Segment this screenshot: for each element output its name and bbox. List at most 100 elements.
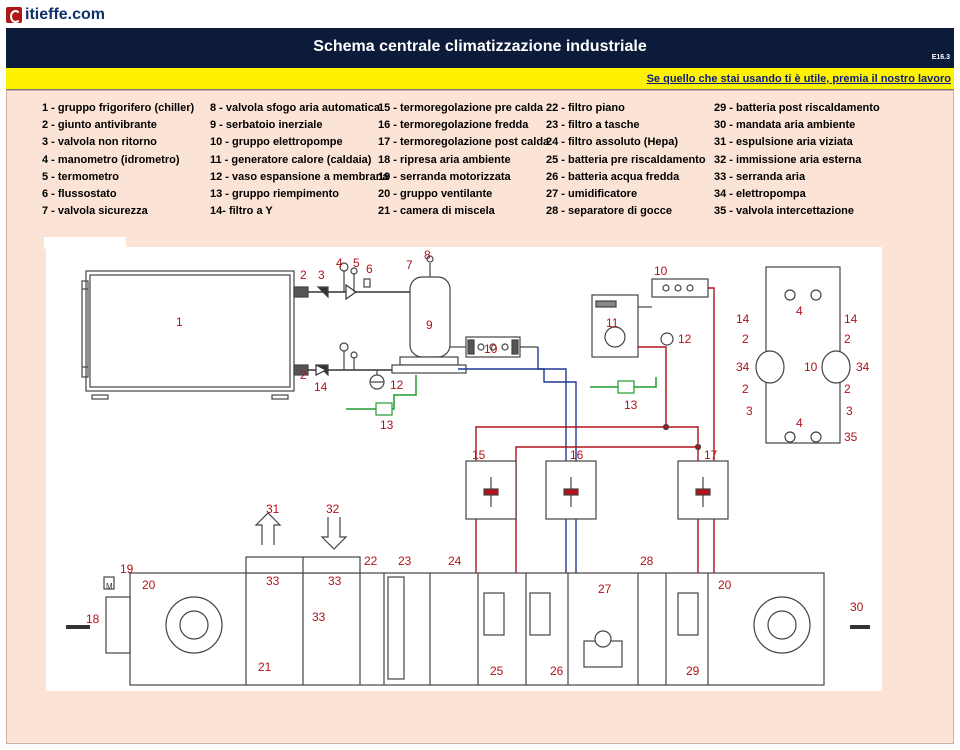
label-30: 30 (850, 600, 864, 614)
label-34p: 34 (736, 360, 750, 374)
top-bar: itieffe.com (0, 0, 960, 28)
legend-item: 22 - filtro piano (546, 102, 625, 114)
label-2r: 2 (742, 382, 749, 396)
label-34q: 34 (856, 360, 870, 374)
legend-item: 29 - batteria post riscaldamento (714, 102, 880, 114)
legend-item: 15 - termoregolazione pre calda (378, 102, 544, 114)
valve-group-15: 15 (465, 448, 517, 520)
legend-item: 18 - ripresa aria ambiente (378, 153, 511, 166)
label-12b: 12 (678, 332, 692, 346)
label-17: 17 (704, 448, 718, 462)
schematic-svg: 1 2 3 4 5 6 2 14 9 7 8 12 (66, 248, 870, 686)
label-14p: 14 (736, 312, 750, 326)
valve-group-16: 16 (545, 448, 597, 520)
legend-item: 31 - espulsione aria viziata (714, 136, 853, 149)
label-7: 7 (406, 258, 413, 272)
legend-column-5: 29 - batteria post riscaldamento 30 - ma… (714, 100, 880, 220)
expansion-vessel-left: 12 13 (346, 370, 417, 432)
label-2s: 2 (844, 382, 851, 396)
label-22: 22 (364, 554, 378, 568)
label-2b: 2 (300, 368, 307, 382)
label-33b: 33 (328, 574, 342, 588)
label-31: 31 (266, 502, 280, 516)
legend-item: 24 - filtro assoluto (Hepa) (546, 136, 679, 149)
label-5: 5 (353, 256, 360, 270)
legend-item: 10 - gruppo elettropompe (210, 136, 343, 149)
pump-group-middle: 10 (450, 336, 577, 582)
legend-item: 5 - termometro (42, 170, 120, 183)
label-4: 4 (336, 256, 343, 270)
label-8: 8 (424, 248, 431, 262)
label-11: 11 (606, 316, 619, 330)
legend-column-1: 1 - gruppo frigorifero (chiller) 2 - giu… (42, 100, 194, 220)
brand-name[interactable]: itieffe.com (25, 6, 106, 23)
label-19: 19 (120, 562, 134, 576)
label-2p: 2 (742, 332, 749, 346)
label-10c: 10 (804, 360, 818, 374)
legend-item: 33 - serranda aria (714, 170, 806, 183)
legend-item: 6 - flussostato (42, 187, 117, 200)
label-9: 9 (426, 318, 433, 332)
inertial-tank: 9 7 8 (391, 248, 467, 374)
label-35: 35 (844, 430, 858, 444)
diagram-tab (44, 237, 126, 249)
legend-item: 9 - serbatoio inerziale (210, 119, 323, 132)
legend-item: 19 - serranda motorizzata (378, 170, 511, 183)
label-2q: 2 (844, 332, 851, 346)
label-20b: 20 (718, 578, 732, 592)
legend-item: 14- filtro a Y (210, 205, 273, 218)
legend-item: 1 - gruppo frigorifero (chiller) (42, 102, 195, 114)
legend-column-4: 22 - filtro piano 23 - filtro a tasche 2… (546, 100, 706, 220)
logo-icon[interactable] (6, 7, 22, 23)
label-13a: 13 (380, 418, 394, 432)
legend-item: 34 - elettropompa (714, 187, 806, 200)
valve-group-17: 17 (677, 448, 729, 520)
title-bar: Schema centrale climatizzazione industri… (6, 28, 954, 68)
label-2a: 2 (300, 268, 307, 282)
label-23: 23 (398, 554, 412, 568)
label-6: 6 (366, 262, 373, 276)
label-29: 29 (686, 664, 700, 678)
legend-item: 3 - valvola non ritorno (42, 136, 157, 149)
legend-item: 4 - manometro (idrometro) (42, 153, 180, 166)
legend-item: 16 - termoregolazione fredda (378, 119, 529, 132)
label-14: 14 (314, 380, 328, 394)
label-3q: 3 (846, 404, 853, 418)
legend-item: 8 - valvola sfogo aria automatica (210, 102, 380, 114)
air-handling-unit: 18 19 M 20 21 22 23 24 25 26 27 28 29 20… (66, 502, 870, 686)
sheet-code: E16.3 (931, 54, 950, 61)
legend-column-2: 8 - valvola sfogo aria automatica 9 - se… (210, 100, 389, 220)
support-link[interactable]: Se quello che stai usando ti è utile, pr… (646, 73, 951, 85)
label-20a: 20 (142, 578, 156, 592)
legend-item: 11 - generatore calore (caldaia) (210, 153, 372, 166)
label-14q: 14 (844, 312, 858, 326)
legend-item: 2 - giunto antivibrante (42, 119, 157, 132)
legend-item: 28 - separatore di gocce (546, 205, 672, 218)
promo-bar: Se quello che stai usando ti è utile, pr… (6, 68, 954, 90)
chiller-supply-line: 2 3 4 5 6 2 14 (293, 256, 411, 394)
chiller-unit: 1 (81, 270, 295, 400)
label-33c: 33 (312, 610, 326, 624)
label-10b: 10 (654, 264, 668, 278)
legend-item: 32 - immissione aria esterna (714, 153, 862, 166)
label-21: 21 (258, 660, 272, 674)
label-18: 18 (86, 612, 100, 626)
label-27: 27 (598, 582, 612, 596)
label-16: 16 (570, 448, 584, 462)
label-10a: 10 (484, 342, 498, 356)
legend-item: 7 - valvola sicurezza (42, 205, 148, 218)
legend-item: 21 - camera di miscela (378, 205, 495, 218)
label-33a: 33 (266, 574, 280, 588)
legend-item: 26 - batteria acqua fredda (546, 170, 680, 183)
label-13b: 13 (624, 398, 638, 412)
label-15: 15 (472, 448, 486, 462)
legend-item: 23 - filtro a tasche (546, 119, 640, 132)
legend-item: 17 - termoregolazione post calda (378, 136, 550, 149)
legend-item: 13 - gruppo riempimento (210, 187, 339, 200)
label-24: 24 (448, 554, 462, 568)
legend-item: 30 - mandata aria ambiente (714, 119, 856, 132)
page-title: Schema centrale climatizzazione industri… (313, 38, 647, 55)
pump-station: 10 4 4 14 14 2 2 34 34 2 2 3 3 35 (736, 266, 870, 444)
label-12a: 12 (390, 378, 404, 392)
label-28: 28 (640, 554, 654, 568)
